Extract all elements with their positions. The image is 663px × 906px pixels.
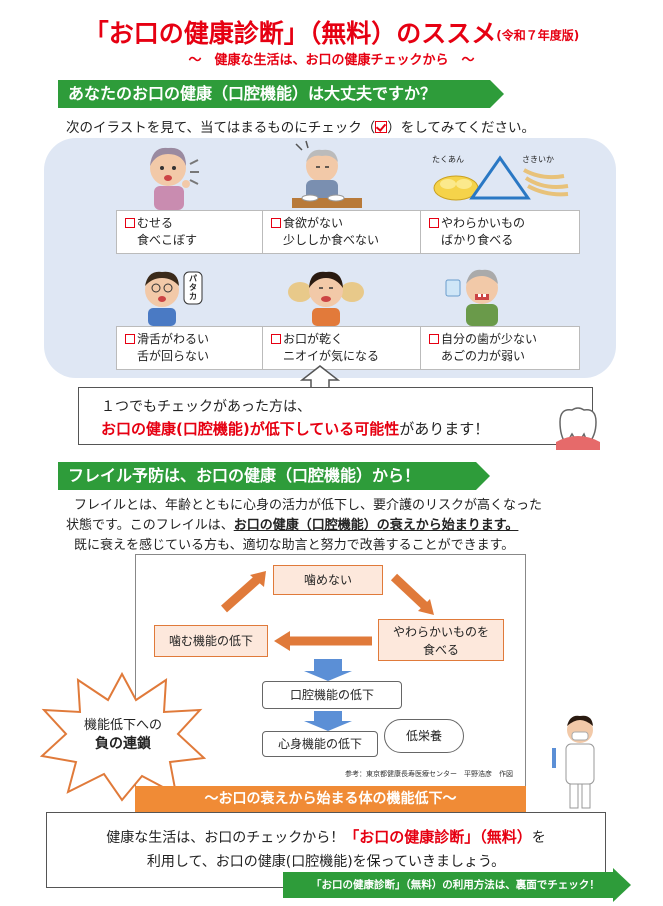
- back-page-link[interactable]: 「お口の健康診断」（無料）の利用方法は、裏面でチェック！: [283, 868, 631, 902]
- check-item-choking[interactable]: むせる食べこぼす: [116, 140, 276, 254]
- page-subtitle: ～ 健康な生活は、お口の健康チェックから ～: [188, 53, 475, 68]
- check-item-label: お口が乾くニオイが気になる: [262, 326, 422, 370]
- woman-dry-mouth-illustration: [262, 256, 422, 326]
- checkbox[interactable]: [429, 218, 439, 228]
- check-item-label: やわらかいものばかり食べる: [420, 210, 580, 254]
- check-item-label: 食欲がない少ししか食べない: [262, 210, 422, 254]
- page-title: 「お口の健康診断」（無料）のススメ(令和７年度版): [83, 19, 580, 48]
- man-speaking-illustration: パタカ: [116, 256, 276, 326]
- checkbox[interactable]: [125, 218, 135, 228]
- damaged-tooth-icon: [556, 407, 600, 450]
- node-cannot-chew: 噛めない: [273, 565, 383, 595]
- cycle-arrows: [221, 571, 434, 731]
- instruction-text: 次のイラストを見て、当てはまるものにチェック（）をしてみてください。: [66, 120, 535, 136]
- check-item-dry-mouth[interactable]: お口が乾くニオイが気になる: [262, 256, 422, 370]
- up-arrow-icon: [300, 365, 340, 390]
- result-callout: １つでもチェックがあった方は、 お口の健康(口腔機能)が低下している可能性があり…: [78, 387, 593, 445]
- para-line1: フレイルとは、年齢とともに心身の活力が低下し、要介護のリスクが高くなった: [74, 498, 543, 513]
- dentist-illustration: [552, 715, 595, 809]
- node-malnutrition: 低栄養: [384, 719, 464, 753]
- section2-heading: フレイル予防は、お口の健康（口腔機能）から！: [58, 462, 490, 490]
- node-soft-food: やわらかいものを食べる: [378, 619, 504, 661]
- diagram-reference: 参考：東京都健康長寿医療センター 平野浩彦 作図: [345, 770, 513, 778]
- frailty-description: フレイルとは、年齢とともに心身の活力が低下し、要介護のリスクが高くなった 状態で…: [66, 496, 611, 556]
- node-body-decline: 心身機能の低下: [262, 731, 378, 757]
- node-chewing-decline: 噛む機能の低下: [154, 625, 268, 657]
- food-triangle-illustration: たくあん さきいか: [420, 140, 580, 210]
- checkbox[interactable]: [429, 334, 439, 344]
- frailty-cycle-diagram: 噛めない やわらかいものを食べる 噛む機能の低下 口腔機能の低下 心身機能の低下…: [135, 554, 526, 790]
- elderly-man-eating-illustration: [262, 140, 422, 210]
- elderly-woman-choking-illustration: [116, 140, 276, 210]
- check-item-few-teeth[interactable]: 自分の歯が少ないあごの力が弱い: [420, 256, 580, 370]
- check-item-label: 滑舌がわるい舌が回らない: [116, 326, 276, 370]
- check-item-articulation[interactable]: パタカ 滑舌がわるい舌が回らない: [116, 256, 276, 370]
- checkbox[interactable]: [125, 334, 135, 344]
- checkbox[interactable]: [271, 218, 281, 228]
- section1-heading: あなたのお口の健康（口腔機能）は大丈夫ですか？: [58, 80, 504, 108]
- checkmark-icon: [375, 121, 388, 133]
- food-label-sakiika: さきいか: [522, 155, 554, 164]
- speech-bubble-text: パタカ: [189, 274, 197, 301]
- footer-line2: 利用して、お口の健康(口腔機能)を保っていきましょう。: [146, 854, 506, 870]
- starburst-line1: 機能低下への: [83, 718, 162, 733]
- starburst-text: 機能低下への 負の連鎖: [68, 716, 178, 754]
- check-item-appetite[interactable]: 食欲がない少ししか食べない: [262, 140, 422, 254]
- starburst-shape: [39, 671, 206, 802]
- edition-label: (令和７年度版): [496, 28, 580, 43]
- check-item-label: 自分の歯が少ないあごの力が弱い: [420, 326, 580, 370]
- food-label-takuan: たくあん: [432, 155, 464, 164]
- check-item-label: むせる食べこぼす: [116, 210, 276, 254]
- starburst-line2: 負の連鎖: [95, 736, 151, 752]
- callout-line1: １つでもチェックがあった方は、: [101, 399, 311, 415]
- check-item-soft-food[interactable]: たくあん さきいか やわらかいものばかり食べる: [420, 140, 580, 254]
- para-line2: 状態です。このフレイルは、お口の健康（口腔機能）の衰えから始まります。: [66, 518, 519, 533]
- node-oral-decline: 口腔機能の低下: [262, 681, 402, 709]
- checkbox[interactable]: [271, 334, 281, 344]
- decline-banner: ～お口の衰えから始まる体の機能低下～: [135, 786, 526, 812]
- elderly-man-teeth-illustration: [420, 256, 580, 326]
- footer-line1: 健康な生活は、お口のチェックから！「お口の健康診断」（無料）を: [106, 828, 546, 846]
- para-line3: 既に衰えを感じている方も、適切な助言と努力で改善することができます。: [74, 538, 515, 553]
- callout-line2: お口の健康(口腔機能)が低下している可能性があります！: [101, 420, 490, 438]
